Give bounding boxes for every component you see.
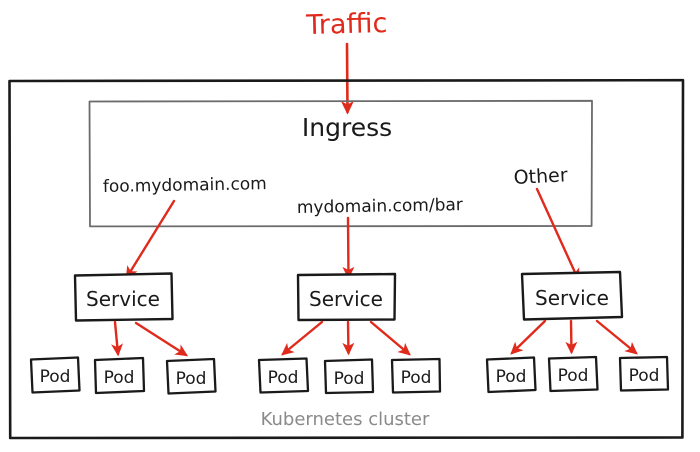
service-3-pod-2-arrow (565, 319, 578, 355)
pod-1-2-box[interactable] (93, 356, 146, 395)
pod-2-3-group[interactable]: Pod (390, 357, 442, 394)
route-label-other: Other (513, 164, 568, 189)
pod-2-1-label: Pod (268, 368, 299, 388)
service-3-label: Service (535, 286, 609, 310)
service-1-pod-2-arrow (111, 320, 124, 357)
pod-1-1-label: Pod (40, 367, 71, 387)
ingress-label: Ingress (302, 113, 392, 142)
service-3-group[interactable]: Service (520, 270, 624, 321)
pod-2-2-group[interactable]: Pod (323, 358, 375, 395)
pod-3-1-label: Pod (496, 367, 527, 387)
pod-1-1-box[interactable] (29, 356, 81, 394)
service-1-box[interactable] (73, 272, 174, 322)
route-label-foo: foo.mydomain.com (103, 174, 267, 197)
pod-3-1-box[interactable] (485, 356, 537, 394)
service-2-box[interactable] (296, 272, 397, 322)
pod-1-2-label: Pod (104, 368, 135, 388)
pod-1-3-box[interactable] (165, 357, 217, 395)
service-3-box[interactable] (520, 270, 624, 321)
pod-3-2-label: Pod (558, 366, 589, 386)
pod-3-3-group[interactable]: Pod (618, 355, 670, 392)
kubernetes-cluster-box (8, 78, 685, 440)
pod-3-2-group[interactable]: Pod (547, 355, 599, 393)
service-2-group[interactable]: Service (296, 272, 397, 322)
route-label-bar: mydomain.com/bar (297, 195, 463, 218)
cluster-caption: Kubernetes cluster (261, 409, 430, 430)
pod-2-1-group[interactable]: Pod (257, 357, 310, 394)
service-2-label: Service (309, 287, 383, 311)
traffic-label: Traffic (305, 8, 388, 41)
pod-1-1-group[interactable]: Pod (29, 356, 81, 394)
service-2-pod-3-arrow (369, 320, 411, 356)
pod-3-1-group[interactable]: Pod (485, 356, 537, 394)
service-3-pod-1-arrow (510, 319, 547, 355)
pod-3-3-box[interactable] (618, 355, 670, 392)
pod-1-3-label: Pod (176, 369, 207, 389)
pod-2-2-label: Pod (334, 369, 365, 389)
route-arrow-other (535, 187, 580, 282)
service-1-label: Service (86, 287, 160, 311)
pod-2-1-box[interactable] (257, 357, 310, 394)
service-1-group[interactable]: Service (73, 272, 174, 322)
pod-3-3-label: Pod (629, 366, 660, 386)
pod-1-2-group[interactable]: Pod (93, 356, 146, 395)
service-2-pod-2-arrow (342, 320, 355, 356)
service-2-pod-1-arrow (281, 320, 324, 356)
route-arrow-bar (342, 216, 355, 280)
pod-2-3-box[interactable] (390, 357, 442, 394)
ingress-box (88, 99, 593, 228)
pod-2-2-box[interactable] (323, 358, 375, 395)
pod-3-2-box[interactable] (547, 355, 599, 393)
pod-1-3-group[interactable]: Pod (165, 357, 217, 395)
service-1-pod-3-arrow (134, 321, 189, 357)
service-3-pod-3-arrow (595, 319, 638, 355)
pod-2-3-label: Pod (401, 368, 432, 388)
route-arrow-foo (125, 199, 176, 280)
